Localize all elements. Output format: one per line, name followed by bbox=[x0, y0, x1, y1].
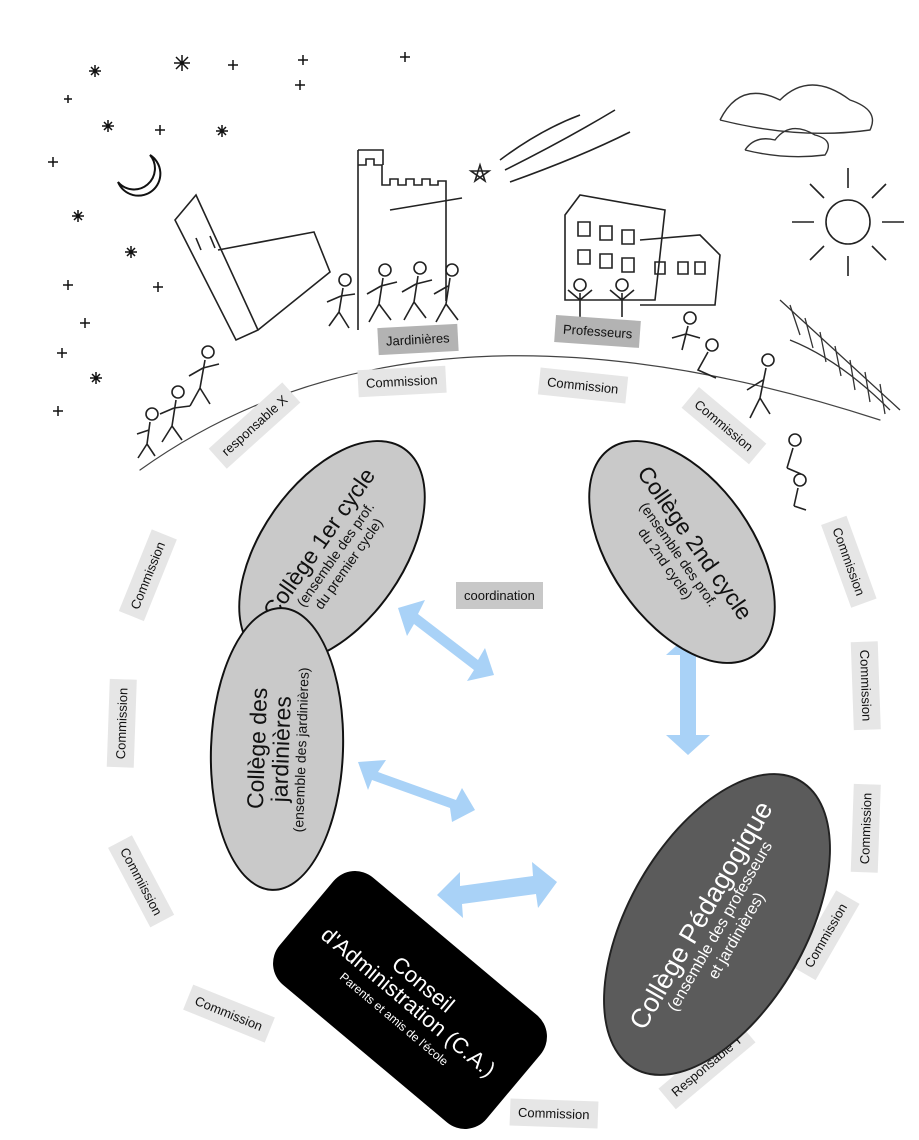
stars-icon bbox=[48, 52, 410, 416]
arrows bbox=[358, 600, 710, 918]
cloud-icon bbox=[719, 84, 874, 158]
commission-label-top-left: Commission bbox=[357, 365, 447, 398]
commission-label-left-2: Commission bbox=[106, 679, 137, 768]
college-jardinieres-subtitle: (ensemble des jardinières) bbox=[290, 667, 312, 833]
castle-icon bbox=[357, 149, 463, 330]
arrow-1er-cycle-center bbox=[398, 600, 494, 681]
coordination-label: coordination bbox=[456, 582, 543, 609]
school-icon bbox=[564, 194, 721, 306]
arrow-jardinieres-center bbox=[358, 760, 475, 822]
shooting-star-icon bbox=[468, 109, 631, 184]
bridge-icon bbox=[779, 299, 901, 415]
church-icon bbox=[174, 193, 331, 342]
ground-line bbox=[139, 355, 881, 471]
commission-label-right-4: Commission bbox=[850, 784, 881, 873]
college-jardinieres-title-2: jardinières bbox=[266, 695, 296, 803]
children-figures-icon bbox=[136, 261, 807, 511]
arrow-2nd-cycle-pedagogique bbox=[666, 635, 710, 755]
sun-icon bbox=[792, 168, 904, 276]
commission-label-bottom: Commission bbox=[509, 1098, 598, 1129]
arrow-conseil-pedagogique bbox=[437, 862, 557, 918]
commission-label-right-3: Commission bbox=[850, 641, 881, 730]
jardinieres-label: Jardinières bbox=[377, 323, 459, 356]
moon-icon bbox=[117, 154, 162, 197]
